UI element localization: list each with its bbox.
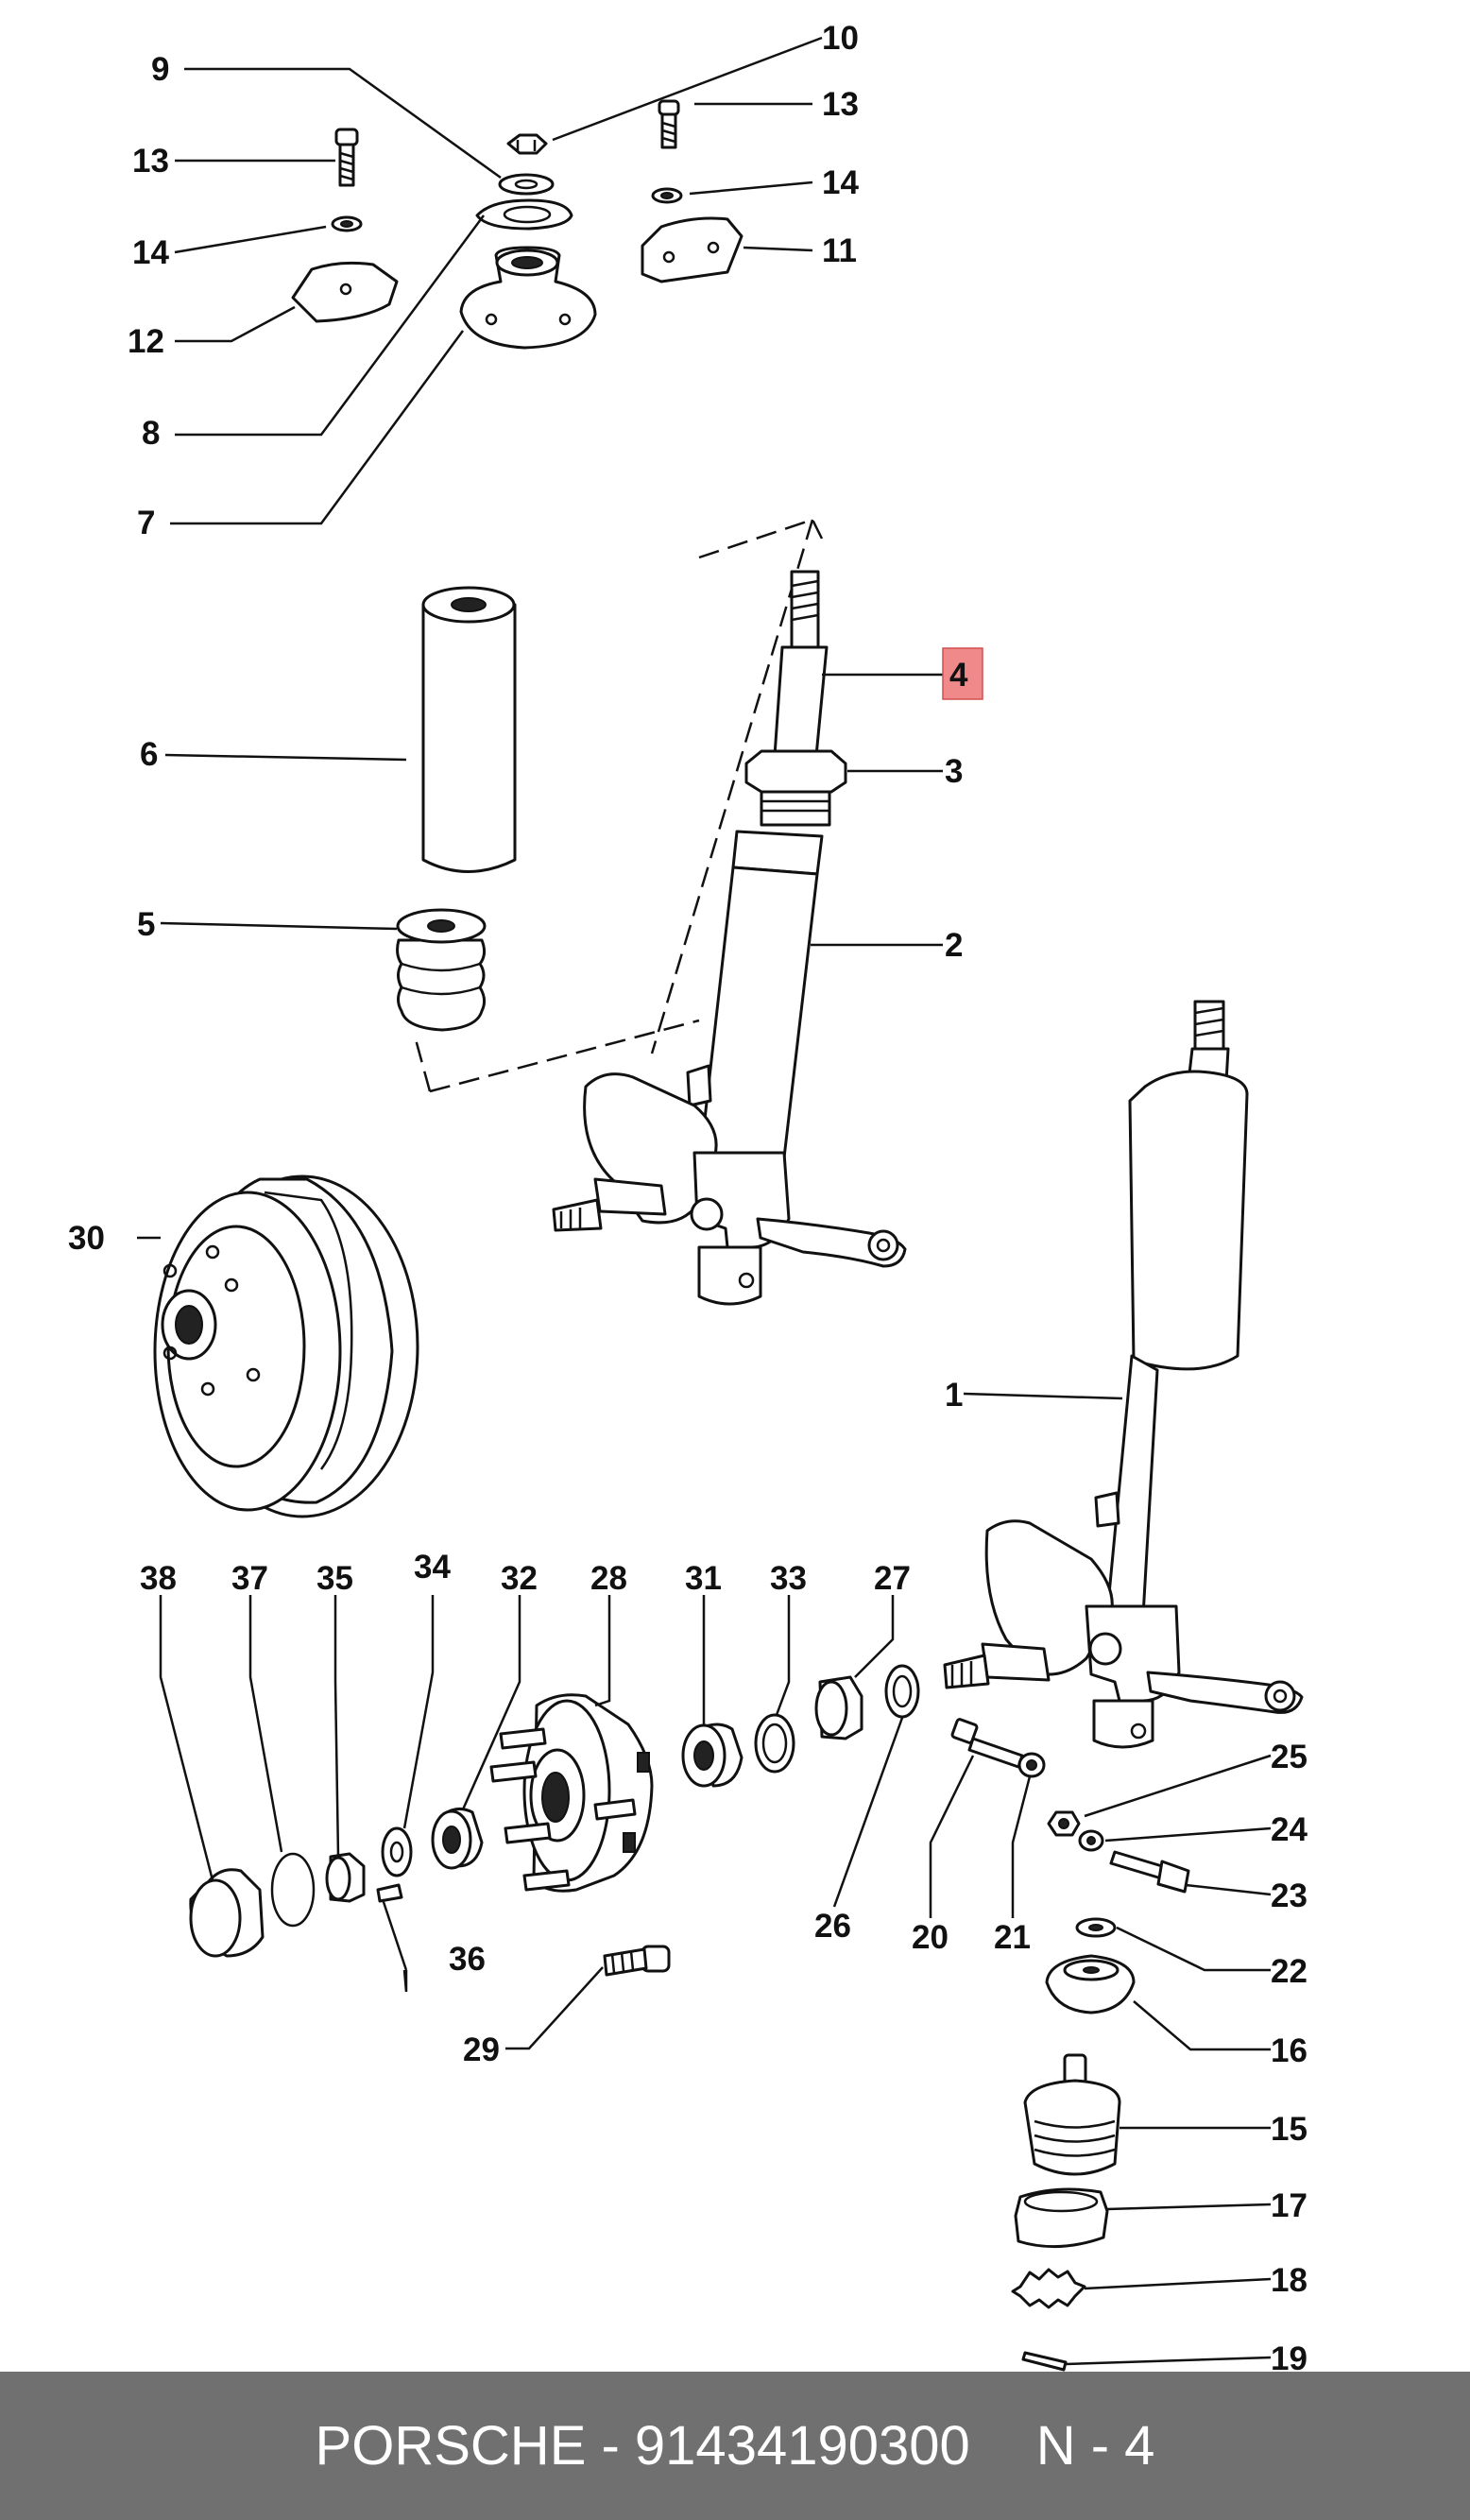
- strut-mount-part-7: [459, 246, 597, 350]
- outer-bearing-part-32: [431, 1808, 484, 1870]
- bolt-part-20: [950, 1718, 1024, 1769]
- callout-14-left: 14: [132, 234, 169, 271]
- callout-36: 36: [449, 1941, 486, 1978]
- piston-rod-part-4: [773, 570, 829, 758]
- lock-washer-part-18: [1011, 2268, 1086, 2309]
- callout-24: 24: [1271, 1811, 1308, 1848]
- plate-part-8: [475, 198, 573, 231]
- callout-19: 19: [1271, 2340, 1308, 2372]
- brake-disc-part-30: [153, 1174, 419, 1518]
- callout-38: 38: [140, 1560, 177, 1597]
- callout-31: 31: [685, 1560, 722, 1597]
- callout-17: 17: [1271, 2187, 1308, 2224]
- callout-13-right: 13: [822, 86, 859, 123]
- spacer-part-27: [814, 1675, 863, 1740]
- wheel-hub-part-28: [489, 1693, 654, 1893]
- callout-1: 1: [945, 1377, 963, 1414]
- footer-part-number: 91434190300: [634, 2415, 970, 2477]
- bolt-part-29: [603, 1945, 671, 1977]
- footer-separator: -: [586, 2415, 635, 2477]
- callout-34: 34: [414, 1549, 451, 1586]
- callout-29: 29: [463, 2031, 500, 2068]
- callout-32: 32: [501, 1560, 538, 1597]
- callout-12: 12: [128, 323, 164, 360]
- bolt-part-13-right: [658, 99, 680, 149]
- callout-20: 20: [912, 1919, 949, 1956]
- screw-part-36: [376, 1883, 403, 1903]
- callout-14-right: 14: [822, 164, 859, 201]
- inner-bearing-part-31: [681, 1723, 744, 1788]
- protective-boot-part-6: [421, 586, 517, 873]
- callout-13-left: 13: [132, 143, 169, 180]
- highlight-box: [942, 647, 983, 700]
- callout-5: 5: [137, 906, 155, 943]
- ball-joint-part-15: [1023, 2053, 1121, 2176]
- callout-10: 10: [822, 20, 859, 57]
- grease-cap-part-38: [189, 1868, 265, 1958]
- bearing-race-part-33: [754, 1713, 795, 1774]
- clamp-nut-part-35: [325, 1852, 366, 1903]
- footer-brand: PORSCHE: [315, 2415, 587, 2477]
- steering-knuckle-center: [552, 1072, 907, 1306]
- clamp-bolt-part-23: [1109, 1850, 1190, 1894]
- callout-26: 26: [814, 1908, 851, 1945]
- o-ring-part-37: [270, 1852, 316, 1928]
- nut-part-25: [1047, 1810, 1081, 1837]
- callout-11: 11: [822, 232, 857, 269]
- callout-18: 18: [1271, 2262, 1308, 2299]
- callout-7: 7: [137, 505, 155, 541]
- bump-stop-part-5: [396, 908, 487, 1032]
- footer-bar: PORSCHE - 91434190300 N - 4: [0, 2372, 1470, 2520]
- steering-knuckle-right: [943, 1519, 1304, 1749]
- washer-part-14-right: [651, 187, 683, 204]
- washer-part-22: [1075, 1917, 1117, 1938]
- washer-part-21: [1017, 1752, 1046, 1778]
- callout-30: 30: [68, 1220, 105, 1257]
- washer-part-24: [1078, 1829, 1104, 1852]
- callout-16: 16: [1271, 2032, 1308, 2069]
- strut-tube-part-2: [686, 830, 824, 1159]
- spring-seat-nut-part-3: [744, 749, 847, 827]
- callout-28: 28: [590, 1560, 627, 1597]
- callout-8: 8: [142, 415, 160, 452]
- callout-33: 33: [770, 1560, 807, 1597]
- callout-25: 25: [1271, 1739, 1308, 1775]
- callout-35: 35: [316, 1560, 353, 1597]
- callout-37: 37: [231, 1560, 268, 1597]
- callout-27: 27: [874, 1560, 911, 1597]
- seal-ring-part-26: [884, 1664, 920, 1719]
- callout-9: 9: [151, 51, 169, 88]
- plate-part-12: [291, 261, 399, 323]
- exploded-parts-diagram: 1 2 3 4 5 6 7 8 9 10 11 12 13 13 14 14 1…: [68, 20, 1308, 2372]
- thrust-washer-part-34: [381, 1826, 413, 1877]
- dust-cap-part-16: [1045, 1954, 1136, 2014]
- callout-4: 4: [949, 657, 968, 694]
- cotter-pin-part-19: [1021, 2351, 1068, 2372]
- shock-absorber-part-1: [1094, 1000, 1249, 1618]
- threaded-ring-part-17: [1014, 2187, 1109, 2249]
- callout-3: 3: [945, 753, 963, 790]
- callout-6: 6: [140, 736, 158, 773]
- nut-part-10: [506, 133, 548, 155]
- callout-22: 22: [1271, 1953, 1308, 1990]
- bolt-part-13-left: [334, 128, 359, 187]
- callout-2: 2: [945, 927, 963, 964]
- callout-15: 15: [1271, 2111, 1308, 2148]
- callout-21: 21: [994, 1919, 1031, 1956]
- washer-part-14-left: [331, 215, 363, 232]
- footer-position: N - 4: [1035, 2415, 1155, 2477]
- plate-part-11: [641, 216, 744, 283]
- washer-part-9: [498, 173, 555, 196]
- callout-23: 23: [1271, 1877, 1308, 1914]
